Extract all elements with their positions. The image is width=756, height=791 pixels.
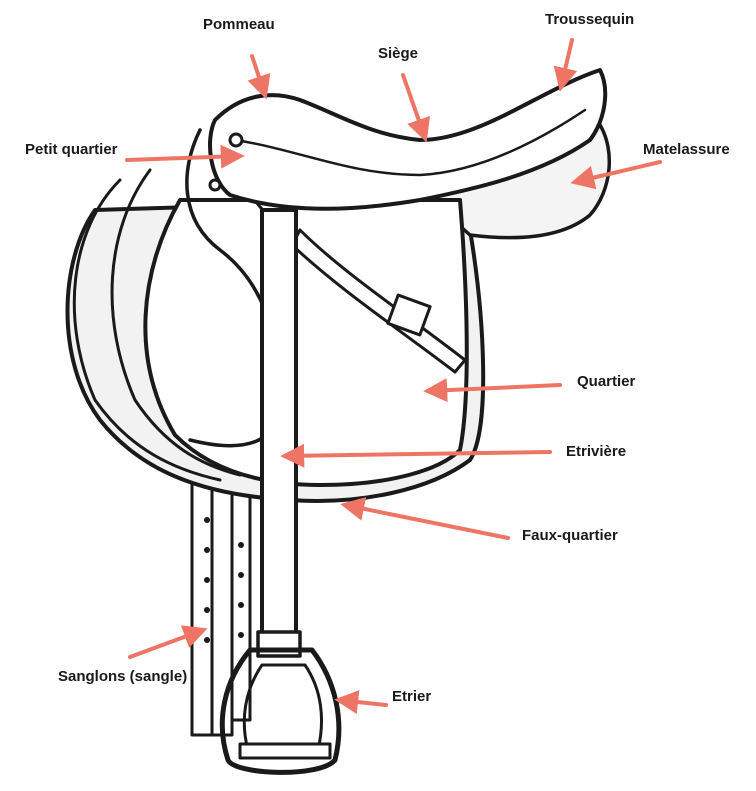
etriviere-strap (260, 208, 298, 642)
arrow-sanglons (128, 625, 208, 659)
arrow-etriviere (280, 443, 552, 468)
label-matelassure: Matelassure (643, 141, 730, 158)
label-etriviere: Etrivière (566, 443, 627, 460)
arrow-quartier (423, 378, 562, 403)
label-quartier: Quartier (577, 373, 636, 390)
label-pommeau: Pommeau (203, 16, 275, 33)
arrow-matelassure (570, 160, 662, 190)
girth-straps (190, 468, 252, 737)
arrow-etrier (334, 690, 388, 714)
label-siege: Siège (378, 45, 419, 62)
label-petit-quartier: Petit quartier (25, 141, 118, 158)
arrow-faux-quartier (340, 497, 510, 540)
arrow-petit-quartier (125, 144, 245, 169)
label-etrier: Etrier (392, 688, 432, 705)
label-troussequin: Troussequin (545, 11, 635, 28)
arrow-siege (401, 73, 430, 143)
arrow-pommeau (247, 54, 271, 100)
label-sanglons: Sanglons (sangle) (58, 668, 188, 685)
label-faux-quartier: Faux-quartier (522, 527, 618, 544)
arrow-troussequin (553, 38, 578, 92)
quartier-outline (143, 198, 469, 487)
